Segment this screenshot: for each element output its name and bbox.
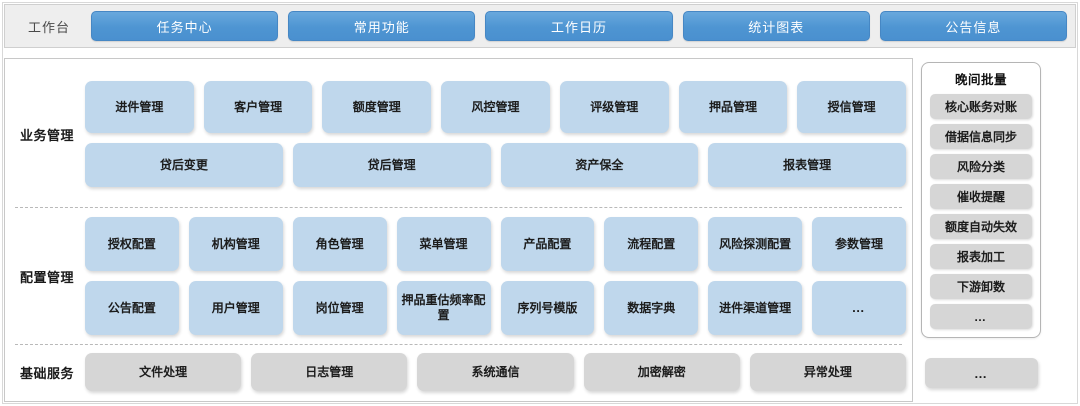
- card-position-management[interactable]: 岗位管理: [292, 281, 387, 335]
- batch-item-risk-classification[interactable]: 风险分类: [930, 154, 1032, 179]
- section-body-basic-services: 文件处理 日志管理 系统通信 加密解密 异常处理: [85, 353, 907, 391]
- batch-item-loan-receipt-sync[interactable]: 借据信息同步: [930, 124, 1032, 149]
- section-body-business: 进件管理 客户管理 额度管理 风控管理 评级管理 押品管理 授信管理 贷后变更 …: [85, 81, 907, 187]
- business-row-2: 贷后变更 贷后管理 资产保全 报表管理: [85, 143, 906, 187]
- card-rating-management[interactable]: 评级管理: [559, 81, 669, 133]
- card-risk-detection-config[interactable]: 风险探测配置: [708, 217, 803, 271]
- card-system-communication[interactable]: 系统通信: [417, 353, 574, 391]
- card-collateral-management[interactable]: 押品管理: [678, 81, 788, 133]
- section-label-configuration: 配置管理: [19, 269, 74, 285]
- section-basic-services: 基础服务 文件处理 日志管理 系统通信 加密解密 异常处理: [5, 345, 912, 401]
- card-credit-limit-management[interactable]: 额度管理: [322, 81, 432, 133]
- card-user-management[interactable]: 用户管理: [188, 281, 283, 335]
- card-role-management[interactable]: 角色管理: [292, 217, 387, 271]
- tab-list: 任务中心 常用功能 工作日历 统计图表 公告信息: [85, 11, 1068, 41]
- tab-statistics-chart[interactable]: 统计图表: [682, 11, 870, 41]
- card-report-management[interactable]: 报表管理: [708, 143, 906, 187]
- batch-item-report-processing[interactable]: 报表加工: [930, 244, 1032, 269]
- tab-common-functions[interactable]: 常用功能: [288, 11, 476, 41]
- batch-item-downstream-unload[interactable]: 下游卸数: [930, 274, 1032, 299]
- card-collateral-revaluation-frequency-config[interactable]: 押品重估频率配置: [396, 281, 491, 335]
- section-configuration-management: 配置管理 授权配置 机构管理 角色管理 菜单管理 产品配置 流程配置 风险探测配…: [5, 208, 912, 344]
- config-row-1: 授权配置 机构管理 角色管理 菜单管理 产品配置 流程配置 风险探测配置 参数管…: [85, 217, 906, 271]
- section-label-basic-services: 基础服务: [19, 365, 74, 381]
- card-file-processing[interactable]: 文件处理: [85, 353, 242, 391]
- card-parameter-management[interactable]: 参数管理: [812, 217, 906, 271]
- card-encryption-decryption[interactable]: 加密解密: [583, 353, 740, 391]
- tab-work-calendar[interactable]: 工作日历: [485, 11, 673, 41]
- batch-item-more[interactable]: …: [930, 304, 1032, 329]
- card-post-loan-change[interactable]: 贷后变更: [85, 143, 283, 187]
- card-authorization-config[interactable]: 授权配置: [85, 217, 179, 271]
- section-label-business: 业务管理: [19, 127, 74, 143]
- top-navigation-bar: 工作台 任务中心 常用功能 工作日历 统计图表 公告信息: [4, 4, 1076, 48]
- card-incoming-channel-management[interactable]: 进件渠道管理: [708, 281, 803, 335]
- card-incoming-management[interactable]: 进件管理: [85, 81, 194, 133]
- tab-announcements[interactable]: 公告信息: [879, 11, 1068, 41]
- nightly-batch-panel: 晚间批量 核心账务对账 借据信息同步 风险分类 催收提醒 额度自动失效 报表加工…: [921, 62, 1041, 338]
- card-customer-management[interactable]: 客户管理: [203, 81, 313, 133]
- tab-task-center[interactable]: 任务中心: [91, 11, 279, 41]
- workbench-title: 工作台: [27, 19, 70, 35]
- card-config-more[interactable]: …: [812, 281, 906, 335]
- card-serial-number-template[interactable]: 序列号模版: [500, 281, 595, 335]
- card-asset-preservation[interactable]: 资产保全: [500, 143, 699, 187]
- section-body-configuration: 授权配置 机构管理 角色管理 菜单管理 产品配置 流程配置 风险探测配置 参数管…: [85, 217, 906, 335]
- card-menu-management[interactable]: 菜单管理: [396, 217, 491, 271]
- divider-business-config: [15, 207, 902, 208]
- card-log-management[interactable]: 日志管理: [251, 353, 408, 391]
- card-announcement-config[interactable]: 公告配置: [85, 281, 179, 335]
- nightly-batch-title: 晚间批量: [954, 73, 1007, 87]
- card-process-config[interactable]: 流程配置: [604, 217, 699, 271]
- card-data-dictionary[interactable]: 数据字典: [604, 281, 699, 335]
- basic-services-row: 文件处理 日志管理 系统通信 加密解密 异常处理: [85, 353, 907, 391]
- config-row-2: 公告配置 用户管理 岗位管理 押品重估频率配置 序列号模版 数据字典 进件渠道管…: [85, 281, 906, 335]
- divider-config-base: [15, 344, 902, 345]
- card-exception-handling[interactable]: 异常处理: [749, 353, 907, 391]
- batch-item-collection-reminder[interactable]: 催收提醒: [930, 184, 1032, 209]
- sidebar-bottom-more[interactable]: …: [925, 358, 1038, 388]
- card-risk-control-management[interactable]: 风控管理: [441, 81, 550, 133]
- architecture-main-frame: 业务管理 进件管理 客户管理 额度管理 风控管理 评级管理 押品管理 授信管理 …: [4, 58, 913, 402]
- section-business-management: 业务管理 进件管理 客户管理 额度管理 风控管理 评级管理 押品管理 授信管理 …: [5, 59, 912, 207]
- batch-item-core-accounting-reconciliation[interactable]: 核心账务对账: [930, 94, 1032, 119]
- card-organization-management[interactable]: 机构管理: [188, 217, 283, 271]
- batch-item-auto-limit-expiry[interactable]: 额度自动失效: [930, 214, 1032, 239]
- card-credit-granting-management[interactable]: 授信管理: [797, 81, 907, 133]
- card-product-config[interactable]: 产品配置: [500, 217, 595, 271]
- business-row-1: 进件管理 客户管理 额度管理 风控管理 评级管理 押品管理 授信管理: [85, 81, 907, 133]
- card-post-loan-management[interactable]: 贷后管理: [292, 143, 491, 187]
